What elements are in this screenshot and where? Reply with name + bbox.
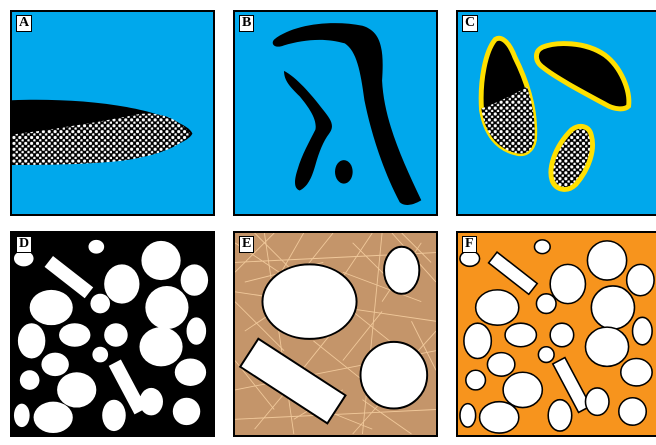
panel-a-figure (12, 12, 213, 214)
outlined-particles (460, 240, 654, 433)
panel-e: E (233, 231, 438, 437)
panel-f-label: F (462, 236, 477, 253)
white-particles (14, 240, 208, 433)
panel-c-figure (458, 12, 656, 214)
panel-b: B (233, 10, 438, 216)
panel-b-figure (235, 12, 436, 214)
grain-bottom-right (551, 126, 593, 189)
panel-a-label: A (16, 15, 32, 32)
panel-b-label: B (239, 15, 254, 32)
panel-a: A (10, 10, 215, 216)
grain-upper-right (536, 44, 628, 109)
panel-c-label: C (462, 15, 478, 32)
small-blob (335, 160, 353, 184)
large-oval-particle (262, 264, 356, 339)
panel-e-figure (235, 233, 436, 435)
panel-c: C (456, 10, 656, 216)
panel-f: F (456, 231, 656, 437)
panel-d-label: D (16, 236, 32, 253)
panel-e-label: E (239, 236, 254, 253)
panel-d: D (10, 231, 215, 437)
small-oval-particle (384, 247, 419, 294)
small-curved-shape (284, 71, 332, 191)
rectangular-particle (240, 339, 345, 424)
round-particle (361, 342, 428, 409)
panel-d-figure (12, 233, 213, 435)
panel-f-figure (458, 233, 656, 435)
